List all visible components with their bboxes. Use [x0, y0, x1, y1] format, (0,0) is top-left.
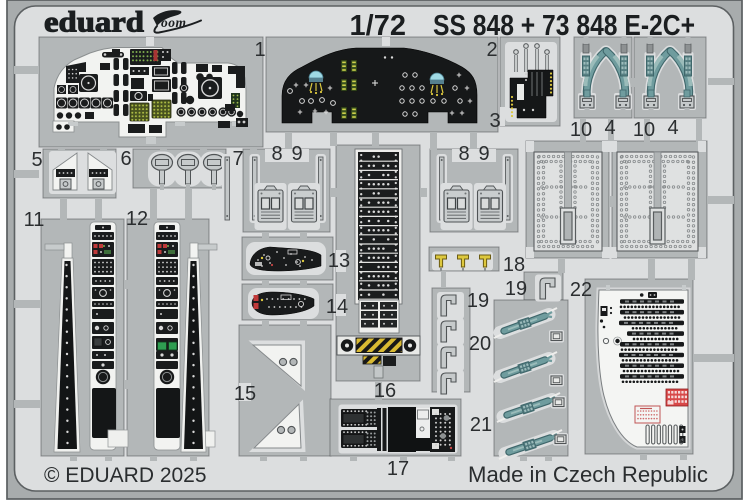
svg-text:© EDUARD 2025: © EDUARD 2025 — [44, 464, 207, 487]
svg-text:9: 9 — [478, 143, 489, 165]
svg-text:6: 6 — [120, 148, 131, 170]
svg-text:21: 21 — [470, 414, 492, 436]
svg-text:9: 9 — [291, 143, 302, 165]
svg-text:10: 10 — [633, 119, 655, 141]
svg-text:5: 5 — [31, 149, 42, 171]
svg-text:eduard: eduard — [44, 6, 144, 39]
svg-text:8: 8 — [271, 143, 282, 165]
svg-text:3: 3 — [489, 110, 500, 132]
svg-text:12: 12 — [126, 208, 148, 230]
svg-text:14: 14 — [326, 296, 348, 318]
svg-text:18: 18 — [503, 254, 525, 276]
svg-text:20: 20 — [469, 333, 491, 355]
svg-text:SS 848 + 73 848 E-2C+: SS 848 + 73 848 E-2C+ — [433, 10, 695, 42]
svg-text:22: 22 — [570, 279, 592, 301]
svg-text:8: 8 — [458, 143, 469, 165]
svg-text:13: 13 — [328, 250, 350, 272]
svg-text:1/72: 1/72 — [350, 10, 406, 42]
svg-text:4: 4 — [667, 117, 678, 139]
svg-text:16: 16 — [374, 380, 396, 402]
svg-text:4: 4 — [604, 117, 615, 139]
svg-text:11: 11 — [24, 209, 45, 231]
svg-text:19: 19 — [505, 278, 527, 300]
svg-text:Made in Czech Republic: Made in Czech Republic — [468, 462, 708, 487]
svg-text:oom: oom — [161, 15, 187, 30]
svg-text:1: 1 — [254, 39, 265, 61]
svg-text:10: 10 — [570, 119, 592, 141]
svg-text:19: 19 — [467, 290, 489, 312]
svg-text:7: 7 — [232, 148, 243, 170]
svg-text:2: 2 — [486, 39, 497, 61]
svg-text:17: 17 — [387, 458, 409, 480]
svg-text:15: 15 — [234, 383, 256, 405]
